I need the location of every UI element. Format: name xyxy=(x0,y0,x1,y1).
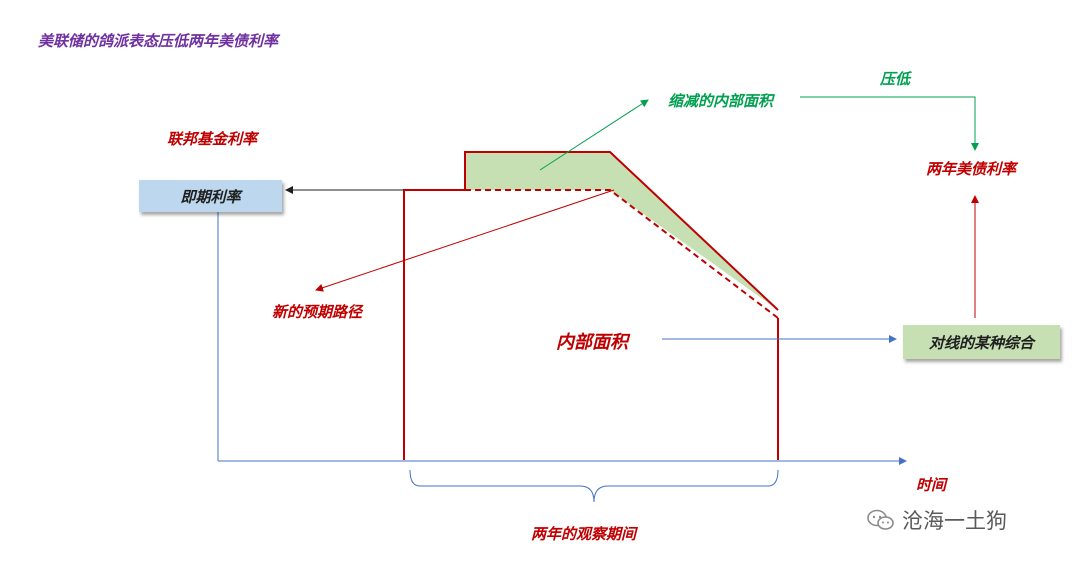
x-axis-label: 时间 xyxy=(916,476,947,494)
y-axis-label: 联邦基金利率 xyxy=(167,130,258,148)
spot-rate-box: 即期利率 xyxy=(139,180,282,212)
rate-path-line xyxy=(403,151,779,460)
two-year-treasury-rate-label: 两年美债利率 xyxy=(926,160,1017,178)
lower-label: 压低 xyxy=(880,70,911,88)
observation-period-brace xyxy=(409,469,779,503)
observation-period-label: 两年的观察期间 xyxy=(531,525,637,543)
page-title: 美联储的鸽派表态压低两年美债利率 xyxy=(38,32,279,50)
new-expected-path-line xyxy=(465,189,779,319)
new-expected-path-label: 新的预期路径 xyxy=(272,303,363,321)
some-combination-box: 对线的某种综合 xyxy=(903,325,1060,359)
inner-area-label: 内部面积 xyxy=(556,332,628,353)
reduced-inner-area-label: 缩减的内部面积 xyxy=(668,92,774,110)
watermark-text: 沧海一土狗 xyxy=(902,509,1007,533)
watermark: 沧海一土狗 xyxy=(866,505,1007,535)
arrow-lower xyxy=(800,96,979,151)
wechat-icon xyxy=(867,509,894,530)
arrow-to-new-path-label xyxy=(315,189,615,292)
reduced-area-shading xyxy=(465,152,778,310)
arrow-to-reduced-area-label xyxy=(539,99,649,171)
